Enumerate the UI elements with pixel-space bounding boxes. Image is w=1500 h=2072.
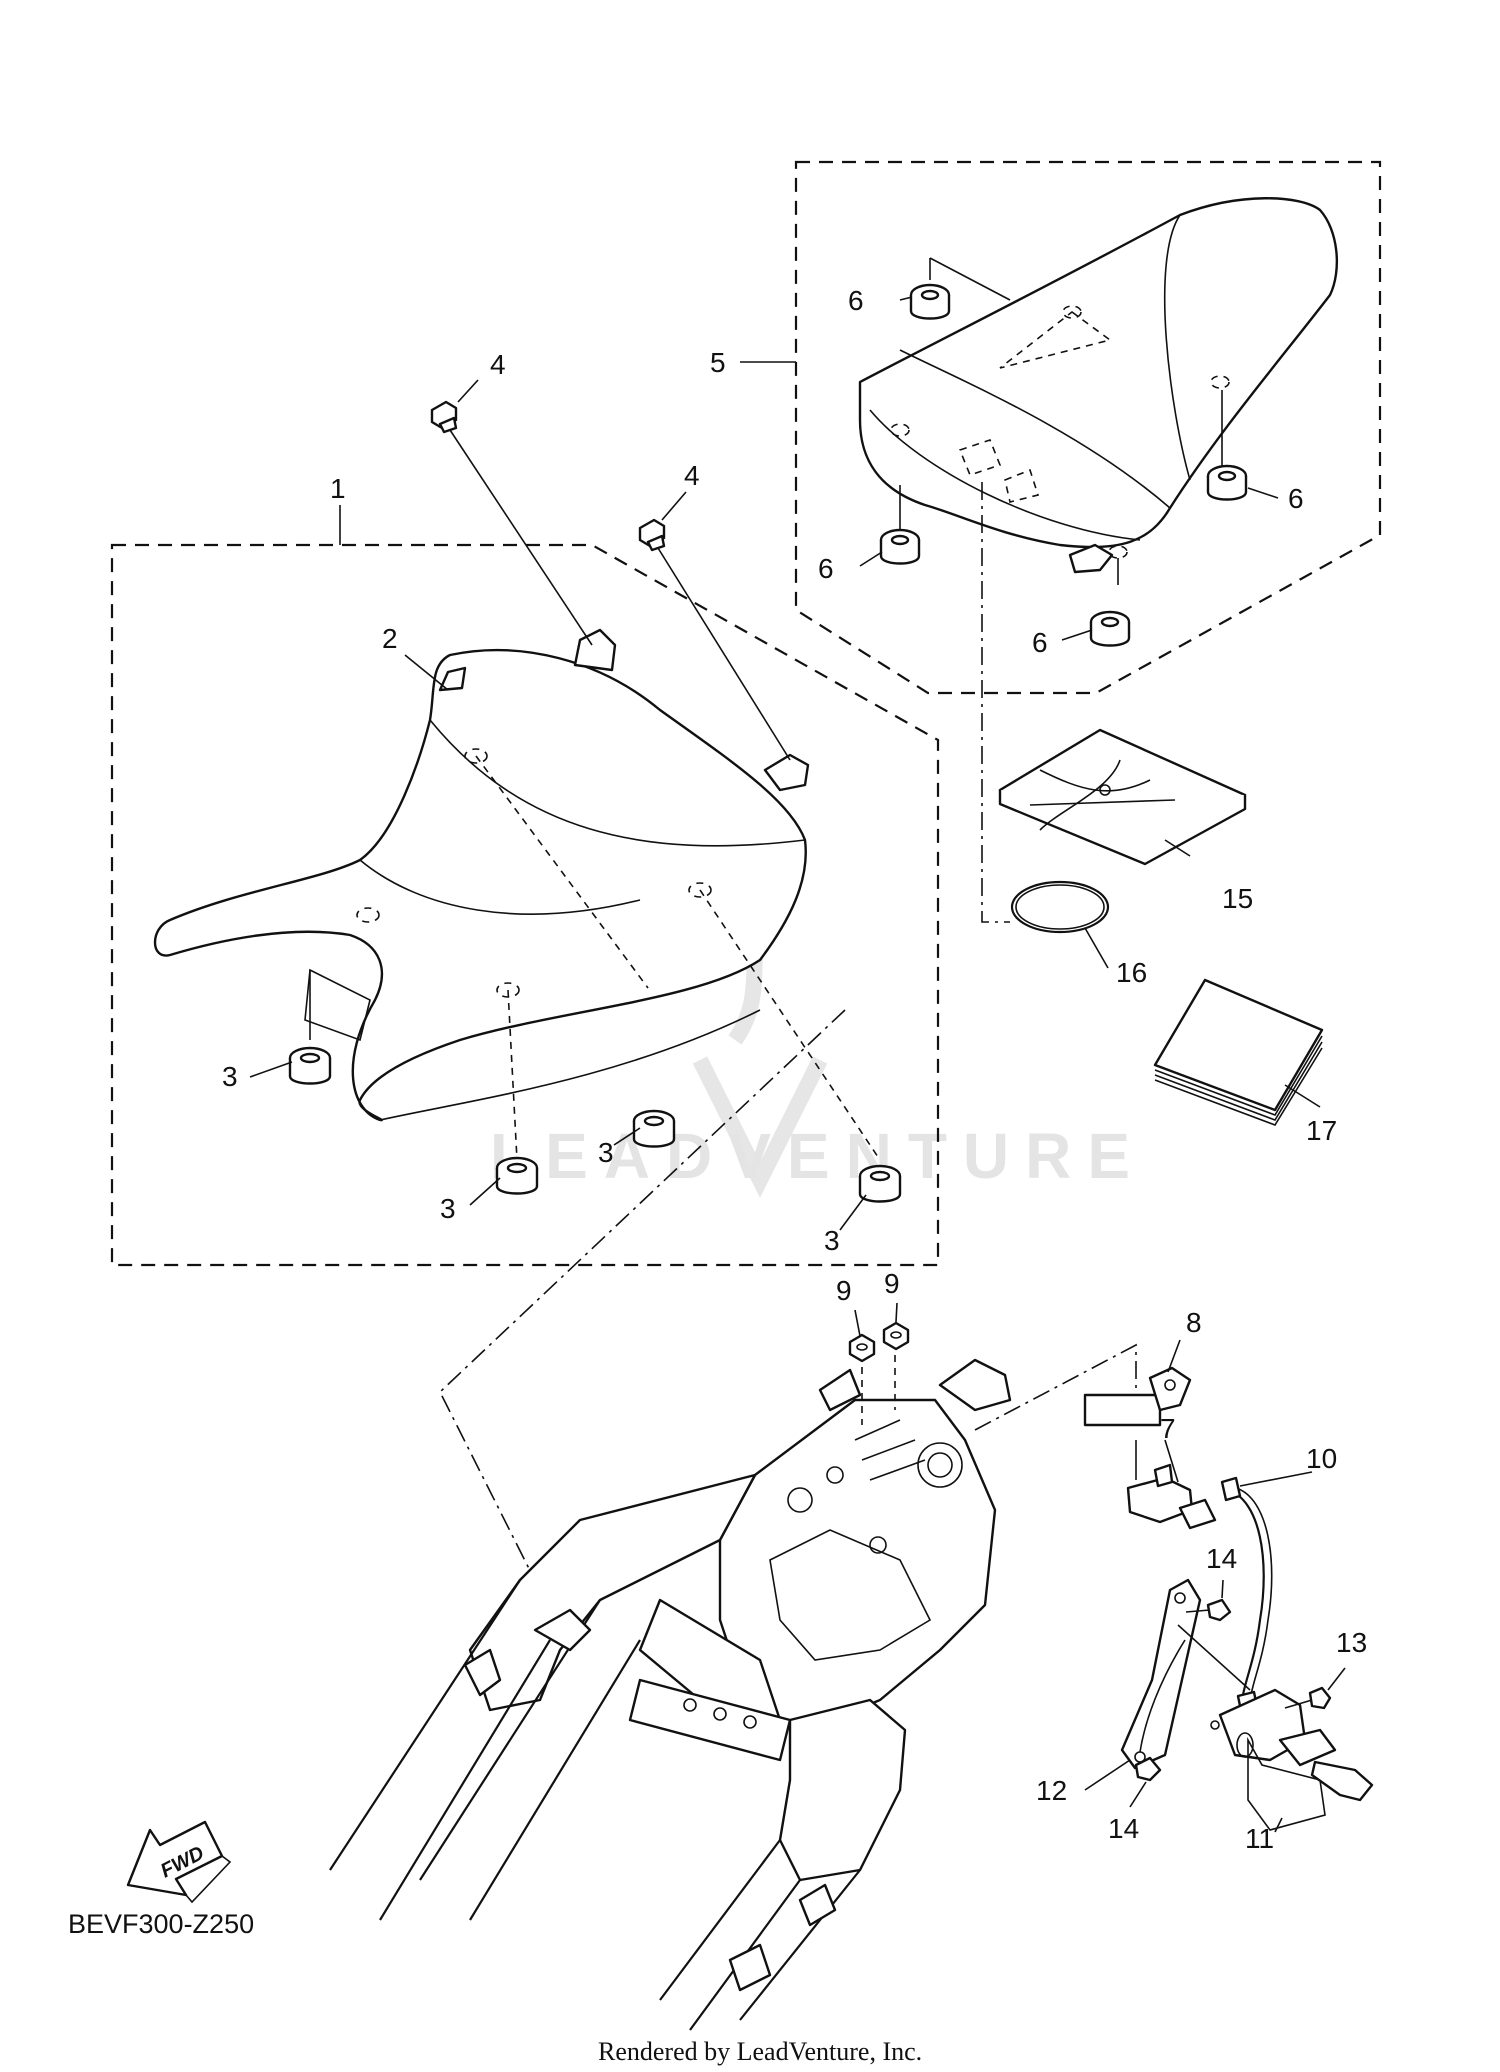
frame-right-rail [778, 1698, 907, 1882]
callout-4a: 4 [490, 349, 506, 380]
reference-line-passenger [981, 482, 1010, 923]
callout-6c: 6 [818, 553, 834, 584]
callout-3d: 3 [824, 1225, 840, 1256]
screw-14b [1134, 1756, 1162, 1782]
callout-15: 15 [1222, 883, 1253, 914]
callout-11: 11 [1245, 1823, 1274, 1854]
callout-3c: 3 [440, 1193, 456, 1224]
callout-5: 5 [710, 347, 726, 378]
seat-key [1310, 1760, 1374, 1802]
o-ring-16 [1010, 880, 1110, 934]
callout-12: 12 [1036, 1775, 1067, 1806]
callout-6b: 6 [1288, 483, 1304, 514]
callout-7: 7 [1160, 1413, 1176, 1444]
seat-latch-tab [1068, 543, 1114, 574]
frame-cross-plate [628, 1678, 792, 1762]
callout-8: 8 [1186, 1307, 1202, 1338]
nut-9a [848, 1333, 876, 1363]
callout-17: 17 [1306, 1115, 1337, 1146]
bolt-4b [638, 518, 666, 552]
bolt-13 [1284, 1686, 1332, 1710]
callout-2: 2 [382, 623, 398, 654]
callout-13: 13 [1336, 1627, 1367, 1658]
callout-14b: 14 [1108, 1813, 1139, 1844]
damper-3a [288, 1046, 332, 1085]
seat-lock-actuator-11 [1210, 1688, 1374, 1831]
callout-1: 1 [330, 473, 346, 504]
watermark: LEADVENTURE [490, 905, 1146, 1198]
callout-9b: 9 [884, 1268, 900, 1299]
damper-6a [909, 283, 951, 320]
owners-manual-17 [1153, 978, 1324, 1126]
rider-seat-assembly [110, 400, 940, 1267]
callout-3b: 3 [598, 1137, 614, 1168]
seat-grab-strap [438, 666, 467, 692]
callout-14a: 14 [1206, 1543, 1237, 1574]
callout-3a: 3 [222, 1061, 238, 1092]
leader-lines [249, 296, 1346, 1833]
footer-credit: Rendered by LeadVenture, Inc. [598, 2037, 922, 2066]
rider-seat-boundary [110, 543, 940, 1267]
callout-6a: 6 [848, 285, 864, 316]
callouts: 1 2 3 3 3 3 4 4 5 6 6 6 6 7 8 9 9 10 11 … [222, 285, 1367, 1854]
damper-3d [858, 1164, 902, 1203]
damper-3b [632, 1109, 676, 1148]
callout-6d: 6 [1032, 627, 1048, 658]
passenger-seat [858, 197, 1339, 549]
screw-14a [1185, 1598, 1232, 1622]
damper-6d [1089, 610, 1131, 647]
frame-left-rail [468, 1473, 757, 1712]
diagram-code: BEVF300-Z250 [68, 1909, 254, 1939]
passenger-seat-assembly [794, 160, 1382, 695]
seat-lock-cable-10 [1220, 1476, 1273, 1718]
bolt-4a [430, 400, 458, 434]
rider-seat [153, 649, 807, 1122]
storage-bag-15 [998, 728, 1247, 866]
fwd-arrow-icon: FWD [126, 1820, 232, 1904]
watermark-text: LEADVENTURE [490, 1120, 1146, 1192]
passenger-seat-boundary [794, 160, 1382, 695]
damper-6b [1206, 464, 1248, 501]
callout-9a: 9 [836, 1275, 852, 1306]
damper-6c [879, 528, 921, 565]
rider-seat-tab-rear [763, 753, 810, 792]
damper-3c [495, 1156, 539, 1195]
bracket-12 [1120, 1578, 1202, 1770]
rear-frame [329, 1355, 1012, 2031]
callout-10: 10 [1306, 1443, 1337, 1474]
rider-seat-tab-front [573, 628, 617, 672]
callout-4b: 4 [684, 460, 700, 491]
callout-16: 16 [1116, 957, 1147, 988]
nut-9b [882, 1321, 910, 1351]
seat-lock-7 [1126, 1463, 1217, 1530]
